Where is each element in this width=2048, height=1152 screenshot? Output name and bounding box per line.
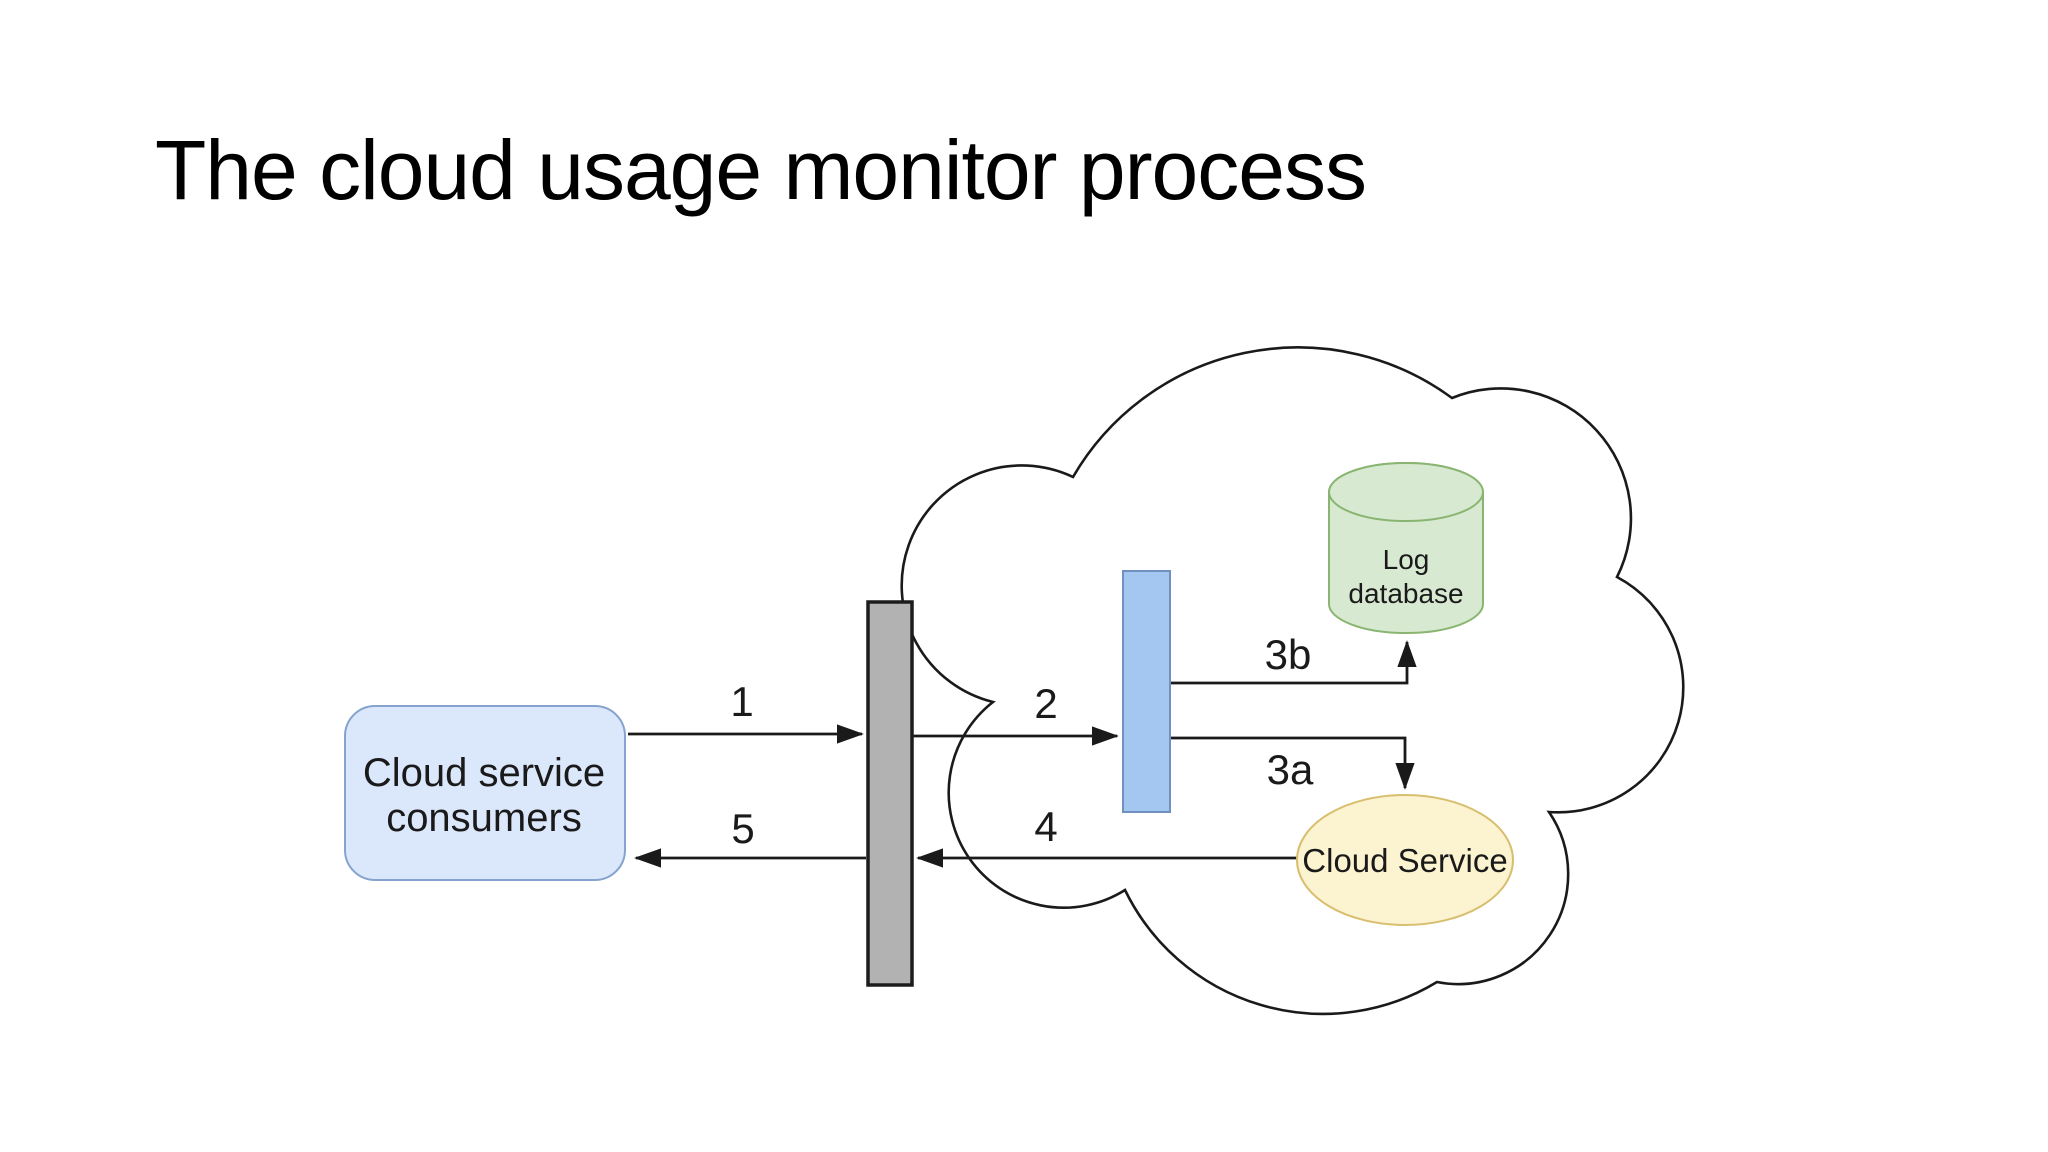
cloud-service-consumers-box: Cloud service consumers (344, 705, 626, 881)
log-database-label-line1: Log (1383, 544, 1430, 575)
boundary-bar (866, 600, 914, 987)
cloud-service-label: Cloud Service (1302, 842, 1507, 879)
arrow-step3b (1170, 640, 1417, 685)
consumers-box-shape (344, 705, 626, 881)
step-label-5: 5 (731, 805, 754, 852)
step-label-4: 4 (1034, 803, 1057, 850)
page-title: The cloud usage monitor process (155, 123, 1366, 217)
step-label-3a: 3a (1267, 746, 1314, 793)
arrow-step3a (1170, 736, 1415, 790)
consumers-label-line1: Cloud service (363, 751, 605, 795)
log-database-cylinder: Log database (1328, 462, 1484, 634)
cloud-boundary-outline (900, 346, 1685, 1016)
step-label-1: 1 (730, 678, 753, 725)
cloud-service-ellipse: Cloud Service (1296, 794, 1514, 926)
step-label-3b: 3b (1265, 631, 1312, 678)
log-database-top (1328, 462, 1484, 522)
consumers-label-line2: consumers (386, 796, 582, 840)
cloud-service-shape (1296, 794, 1514, 926)
log-database-label-line2: database (1348, 578, 1463, 609)
step-label-2: 2 (1034, 680, 1057, 727)
usage-monitor-bar (1122, 570, 1171, 813)
